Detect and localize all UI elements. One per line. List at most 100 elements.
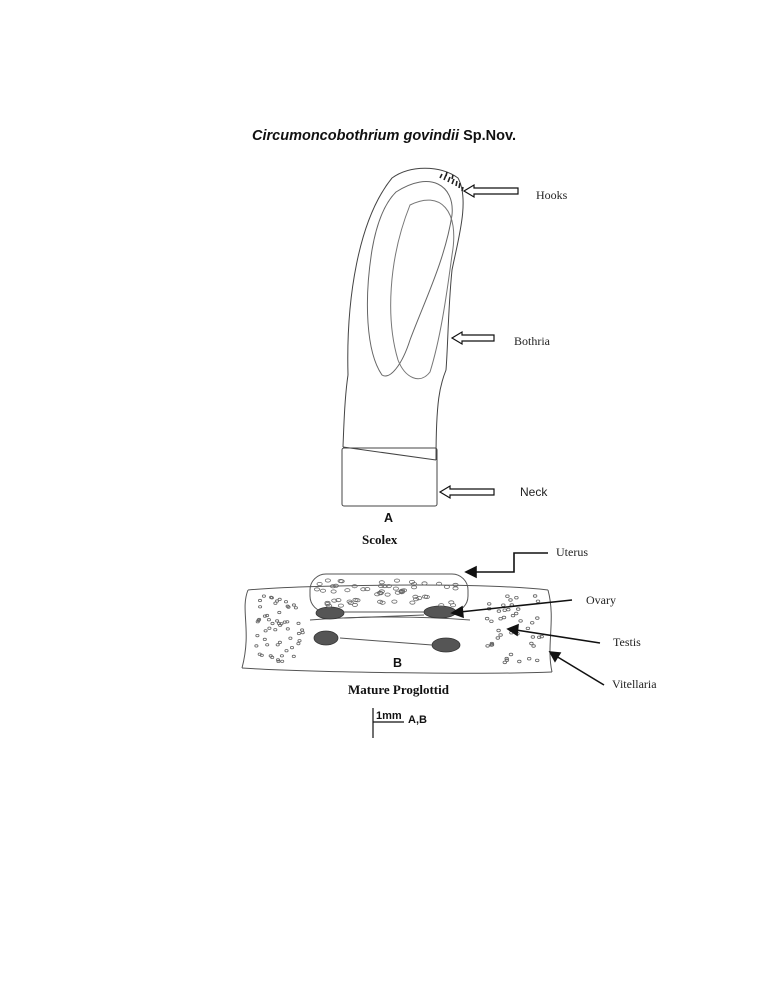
testis-arrow-head bbox=[506, 623, 519, 637]
gonad-dot bbox=[259, 653, 264, 657]
gonad-dot bbox=[284, 649, 289, 653]
gonad-dot bbox=[300, 628, 305, 632]
proglottid-outline-bottom bbox=[241, 667, 553, 674]
gonad-dot bbox=[385, 584, 392, 589]
gonad-dot bbox=[514, 596, 519, 600]
gonad-dot bbox=[508, 652, 514, 657]
gonad-dot bbox=[277, 640, 282, 645]
gonad-dot bbox=[409, 600, 416, 605]
bothria-loop-1 bbox=[366, 181, 453, 377]
species-name: Circumoncobothrium govindii bbox=[252, 128, 460, 144]
gonad-dot bbox=[527, 657, 532, 661]
gonad-dot bbox=[436, 581, 443, 586]
label-testis: Testis bbox=[613, 635, 641, 649]
gonad-dot bbox=[416, 596, 423, 601]
gonad-dot bbox=[518, 619, 523, 623]
gonad-dot bbox=[539, 634, 544, 639]
gonad-dot bbox=[506, 607, 511, 612]
gonad-dot bbox=[279, 654, 284, 658]
gonad-dot bbox=[531, 644, 536, 648]
gonad-dot bbox=[273, 628, 278, 632]
gonad-dot bbox=[268, 654, 273, 658]
gonad-dot bbox=[438, 603, 445, 608]
gonad-dot bbox=[319, 588, 326, 593]
gonad-dot bbox=[297, 639, 302, 643]
gonad-dot bbox=[263, 629, 268, 633]
gonad-dot bbox=[275, 619, 280, 623]
gonad-dot bbox=[421, 581, 428, 586]
gonad-dot bbox=[485, 644, 490, 648]
gonad-dot bbox=[257, 598, 262, 603]
figure-a-caption: Scolex bbox=[362, 532, 398, 547]
scolex-outline bbox=[347, 167, 464, 461]
gonad-dot bbox=[313, 587, 320, 592]
species-suffix: Sp.Nov. bbox=[459, 128, 516, 144]
proglottid-outline-top bbox=[247, 584, 549, 591]
gonad-dot bbox=[391, 599, 398, 604]
gonad-dot bbox=[364, 587, 371, 592]
gonad-dot bbox=[273, 601, 278, 605]
ovary-right-lower bbox=[431, 637, 461, 653]
gonad-dot bbox=[265, 613, 270, 618]
gonad-dot bbox=[326, 603, 333, 608]
gonad-dot bbox=[344, 588, 351, 593]
vitellaria-arrow-line bbox=[555, 655, 605, 686]
gonad-dot bbox=[300, 630, 305, 635]
gonad-dot bbox=[316, 582, 323, 587]
proglottid-right-edge bbox=[547, 589, 553, 673]
gonad-dot bbox=[452, 586, 459, 591]
neck-outline bbox=[341, 447, 438, 507]
hooks-cluster bbox=[439, 171, 464, 192]
gonad-dot bbox=[286, 605, 291, 609]
label-uterus: Uterus bbox=[556, 545, 588, 559]
label-hooks: Hooks bbox=[536, 188, 568, 202]
gonad-dot bbox=[267, 626, 272, 630]
gonad-dot bbox=[495, 636, 500, 640]
uterus-sac bbox=[309, 573, 469, 613]
label-vitellaria: Vitellaria bbox=[612, 677, 657, 691]
gonad-dot bbox=[379, 600, 386, 605]
figure-a-letter: A bbox=[384, 511, 394, 525]
ovary-arrow-head bbox=[450, 605, 464, 619]
gonad-dot bbox=[258, 605, 263, 609]
vitellaria-arrow-head bbox=[548, 651, 562, 663]
gonad-dot bbox=[514, 611, 519, 616]
gonad-dot bbox=[270, 621, 275, 626]
proglottid-left-edge bbox=[241, 589, 249, 669]
bothria-loop-2 bbox=[390, 199, 455, 380]
gonad-dot bbox=[261, 594, 266, 598]
gonad-dot bbox=[393, 578, 400, 583]
uterus-arrow-head bbox=[464, 565, 477, 579]
bothria-arrow bbox=[450, 330, 495, 346]
gonad-dot bbox=[352, 597, 359, 602]
gonad-dot bbox=[291, 654, 296, 659]
ovary-left-upper bbox=[315, 606, 345, 620]
gonad-dot bbox=[296, 631, 301, 636]
ovary-left-lower bbox=[313, 630, 339, 646]
gonad-dot bbox=[255, 620, 260, 624]
figure-b-caption: Mature Proglottid bbox=[348, 682, 449, 697]
gonad-dot bbox=[443, 584, 450, 589]
gonad-dot bbox=[525, 626, 531, 631]
gonad-dot bbox=[296, 621, 301, 626]
gonad-dot bbox=[489, 641, 495, 646]
gonad-dot bbox=[337, 603, 344, 608]
gonad-dot bbox=[262, 637, 267, 642]
gonad-dot bbox=[265, 643, 270, 647]
gonad-dot bbox=[332, 583, 339, 588]
gonad-dot bbox=[269, 596, 274, 600]
gonad-dot bbox=[505, 594, 510, 598]
gonad-dot bbox=[384, 592, 391, 597]
gonad-dot bbox=[262, 614, 267, 618]
gonad-dot bbox=[529, 641, 534, 646]
gonad-dot bbox=[276, 659, 281, 664]
label-neck: Neck bbox=[520, 485, 548, 499]
gonad-dot bbox=[277, 610, 282, 615]
gonad-dot bbox=[277, 597, 282, 602]
gonad-dot bbox=[351, 584, 358, 589]
gonad-dot bbox=[411, 585, 418, 590]
gonad-dot bbox=[329, 584, 336, 589]
gonad-dot bbox=[484, 616, 490, 621]
gonad-dot bbox=[496, 628, 501, 633]
